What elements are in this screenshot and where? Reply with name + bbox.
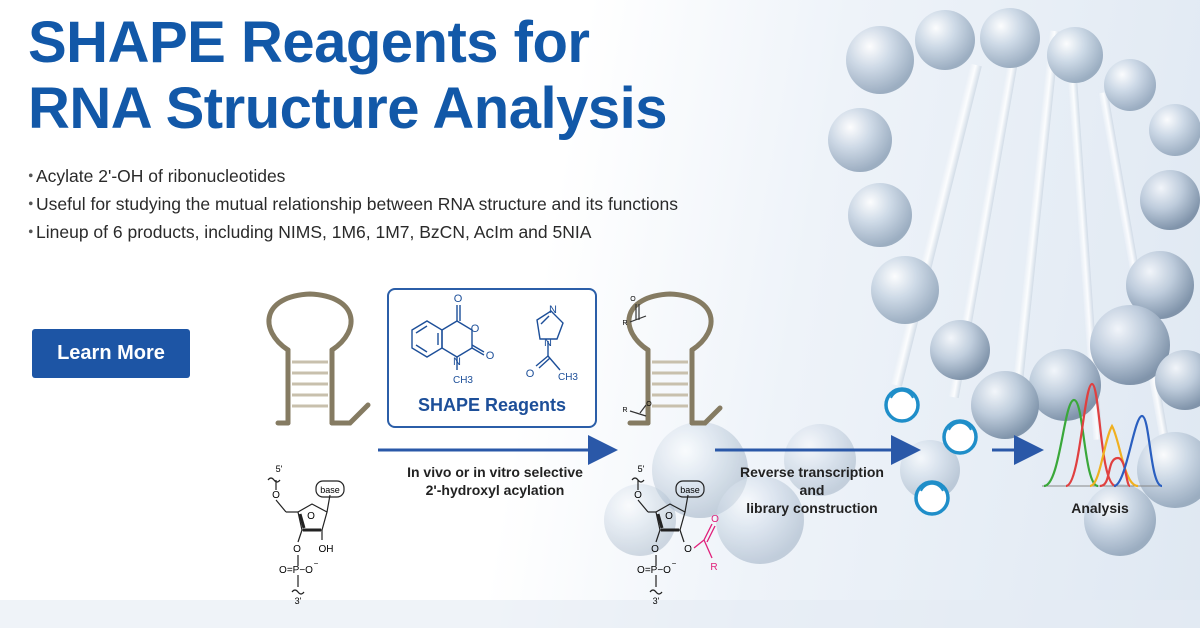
title-line-1: SHAPE Reagents for: [28, 10, 590, 75]
acyl-r-label: R: [622, 320, 627, 327]
hairpin-basepairs: [292, 360, 328, 408]
plasmid-icon: [914, 480, 950, 516]
page-title: SHAPE Reagents for RNA Structure Analysi…: [28, 10, 667, 142]
step-label-line: 2'-hydroxyl acylation: [425, 482, 565, 498]
hydroxyl-label: OH: [319, 544, 334, 555]
nims-molecule-icon: [411, 305, 485, 370]
bullet-mark: ・: [22, 194, 40, 214]
base-label: base: [320, 485, 340, 495]
prime5-label: 5': [638, 464, 645, 474]
bullet-mark: ・: [22, 222, 40, 242]
ribose-o-label: O: [634, 490, 642, 501]
plasmid-icon: [942, 419, 978, 455]
ribose-structure-icon: [267, 477, 345, 595]
acyl-r-label: R: [622, 407, 627, 414]
bullet-mark: ・: [22, 166, 40, 186]
charge-label: −: [314, 559, 319, 568]
molecule-n-label: N: [453, 356, 461, 368]
acyl-r-label: R: [710, 562, 717, 573]
molecule-n-label: N: [549, 304, 557, 316]
acylation-step-label: In vivo or in vitro selective 2'-hydroxy…: [375, 463, 615, 499]
plasmid-icon: [884, 387, 920, 423]
learn-more-button[interactable]: Learn More: [32, 329, 190, 378]
acyl-ester-icon: [693, 523, 716, 559]
step-label-line: library construction: [746, 500, 878, 516]
prime3-label: 3': [653, 596, 660, 606]
acyl-group-top: [629, 304, 647, 323]
acylated-rna-hairpin-icon: [626, 291, 723, 426]
step-label-line: and: [799, 482, 825, 498]
acyl-o-label: O: [646, 401, 652, 408]
feature-text: Acylate 2'-OH of ribonucleotides: [36, 166, 286, 186]
hairpin-basepairs: [652, 360, 688, 408]
ribose-o-label: O: [293, 544, 301, 555]
acylated-ribose-structure-icon: [631, 477, 705, 595]
charge-label: −: [672, 559, 677, 568]
step-label-line: In vivo or in vitro selective: [407, 464, 583, 480]
prime3-label: 3': [295, 596, 302, 606]
phosphate-label: O=P−O: [637, 565, 671, 576]
ribose-ring-o-label: O: [307, 511, 315, 522]
feature-list: ・Acylate 2'-OH of ribonucleotides ・Usefu…: [22, 162, 678, 246]
carbonyl-o-label: O: [711, 514, 719, 525]
acim-molecule-icon: [535, 310, 564, 371]
molecule-ch3-label: CH3: [453, 375, 473, 386]
ester-o-label: O: [684, 544, 692, 555]
prime5-label: 5': [276, 464, 283, 474]
acyl-group-bottom: [629, 404, 647, 417]
ribose-o-label: O: [651, 544, 659, 555]
ribose-o-label: O: [272, 490, 280, 501]
sequencing-peaks-icon: [1042, 382, 1163, 488]
feature-text: Lineup of 6 products, including NIMS, 1M…: [36, 222, 592, 242]
base-label: base: [680, 485, 700, 495]
molecule-n-label: N: [544, 337, 552, 349]
feature-text: Useful for studying the mutual relations…: [36, 194, 679, 214]
ribose-ring-o-label: O: [665, 511, 673, 522]
step-label-line: Reverse transcription: [740, 464, 884, 480]
feature-item: ・Acylate 2'-OH of ribonucleotides: [22, 162, 678, 190]
shape-reagents-box: SHAPE Reagents: [387, 288, 597, 428]
molecule-o-label: O: [454, 293, 463, 305]
shape-reagents-label: SHAPE Reagents: [417, 395, 567, 415]
phosphate-label: O=P−O: [279, 565, 313, 576]
analysis-label: Analysis: [1071, 500, 1129, 516]
acyl-o-label: O: [630, 296, 636, 303]
molecule-o-label: O: [526, 368, 535, 380]
molecule-o-label: O: [471, 323, 480, 335]
transcription-step-label: Reverse transcription and library constr…: [722, 463, 902, 517]
rna-hairpin-icon: [266, 291, 371, 426]
feature-item: ・Lineup of 6 products, including NIMS, 1…: [22, 218, 678, 246]
molecule-o-label: O: [486, 350, 495, 362]
molecule-ch3-label: CH3: [558, 372, 578, 383]
feature-item: ・Useful for studying the mutual relation…: [22, 190, 678, 218]
title-line-2: RNA Structure Analysis: [28, 76, 667, 141]
